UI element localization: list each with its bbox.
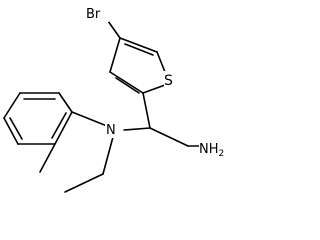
bond-c4-c5 [119,37,158,53]
bond-c4-br [107,20,121,39]
bond-c4-c3 [109,37,121,73]
amine-terminal-label: NH2 [199,142,224,159]
bond-ring-6 [54,111,73,145]
tolyl-ring [3,92,108,173]
bond-ring-double-c [51,112,67,139]
bond-c3-c2 [109,71,144,94]
molecule-structure: Br S N NH2 [3,5,232,193]
bond-ch-ch2 [149,127,189,147]
bond-ring-double-b [9,117,23,140]
bond-ethyl-ch2-ch3 [64,173,104,193]
bond-n-ethyl-ch2 [102,136,114,175]
side-chain [64,92,201,193]
bond-c4-c5-double [124,43,154,56]
thiophene-ring [107,20,166,94]
bond-ch-n [123,127,151,131]
sulfur-label: S [164,73,173,89]
atom-labels: Br S N NH2 [85,5,232,159]
bond-c2-ch [142,92,151,129]
amine-terminal-text: NH [199,142,219,157]
amine-subscript: 2 [219,149,225,159]
bond-c3-c2-double [115,77,140,94]
bond-ring-3 [3,92,21,119]
bond-ring-methyl [39,143,56,173]
bond-ring-1 [58,92,73,113]
amine-nitrogen-label: N [106,123,116,138]
bond-c5-s [156,51,166,73]
bond-n-aryl [71,111,108,127]
bond-ring-4 [3,117,19,145]
bromine-label: Br [86,7,101,22]
bond-s-c2 [142,84,166,94]
